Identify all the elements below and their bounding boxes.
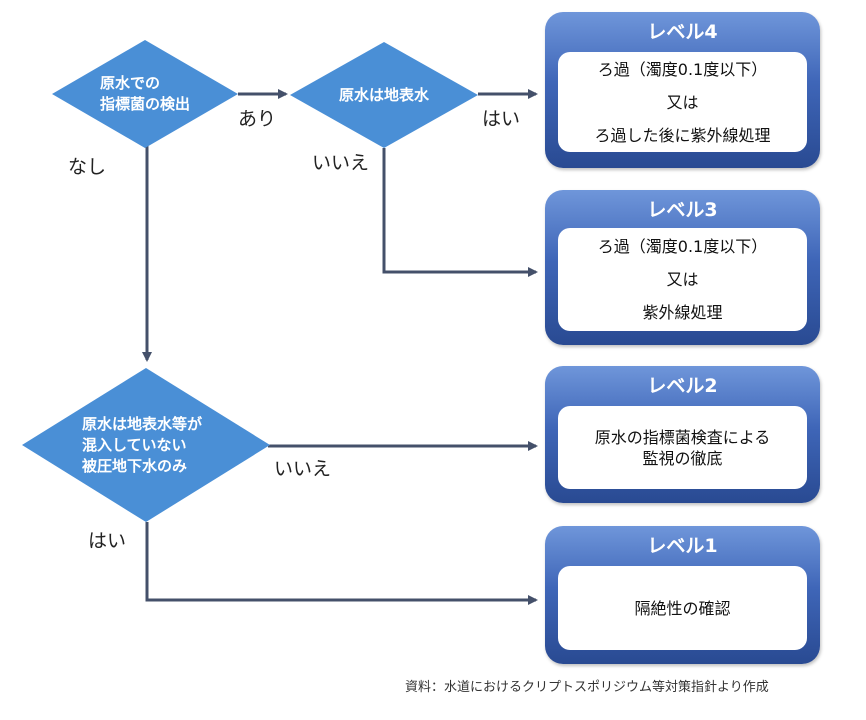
arrow-d2-to-level3 — [382, 148, 538, 277]
level-text-line: 又は — [666, 92, 699, 112]
decision-text-line: 原水は地表水 — [338, 85, 429, 104]
level-text-line: 監視の徹底 — [642, 448, 723, 468]
decision-confined-groundwater: 原水は地表水等が 混入していない 被圧地下水のみ — [22, 368, 270, 522]
source-note: 資料：水道におけるクリプトスポリジウム等対策指針より作成 — [405, 680, 769, 695]
label-iie-top: いいえ — [312, 152, 370, 174]
decision-text-line: 原水での — [99, 74, 160, 92]
level-text-line: ろ過（濁度0.1度以下） — [597, 237, 768, 256]
level-title: レベル4 — [647, 21, 718, 43]
level-text-line: ろ過した後に紫外線処理 — [594, 125, 771, 145]
label-ari: あり — [238, 108, 277, 130]
decision-surface-water: 原水は地表水 — [290, 42, 478, 148]
level-1-box: レベル1 隔絶性の確認 — [545, 526, 820, 664]
level-title: レベル2 — [647, 375, 718, 397]
level-text-line: 隔絶性の確認 — [634, 598, 731, 618]
label-hai-top: はい — [482, 108, 521, 130]
level-text-line: 又は — [666, 270, 699, 289]
level-text-line: 原水の指標菌検査による — [594, 427, 771, 447]
decision-indicator-bacteria: 原水での 指標菌の検出 — [52, 40, 238, 148]
level-title: レベル1 — [647, 535, 718, 557]
label-iie-mid: いいえ — [274, 458, 332, 480]
level-3-box: レベル3 ろ過（濁度0.1度以下） 又は 紫外線処理 — [545, 190, 820, 345]
decision-text-line: 混入していない — [81, 435, 187, 454]
level-4-box: レベル4 ろ過（濁度0.1度以下） 又は ろ過した後に紫外線処理 — [545, 12, 820, 168]
level-2-box: レベル2 原水の指標菌検査による 監視の徹底 — [545, 366, 820, 503]
level-text-line: 紫外線処理 — [642, 303, 723, 322]
arrow-d3-to-level1 — [145, 522, 538, 605]
level-title: レベル3 — [647, 199, 718, 221]
level-text-line: ろ過（濁度0.1度以下） — [597, 59, 768, 79]
label-hai-bottom: はい — [88, 530, 127, 552]
label-nashi: なし — [68, 156, 107, 178]
decision-text-line: 被圧地下水のみ — [81, 456, 187, 475]
decision-text-line: 指標菌の検出 — [99, 95, 190, 113]
decision-text-line: 原水は地表水等が — [81, 414, 202, 433]
